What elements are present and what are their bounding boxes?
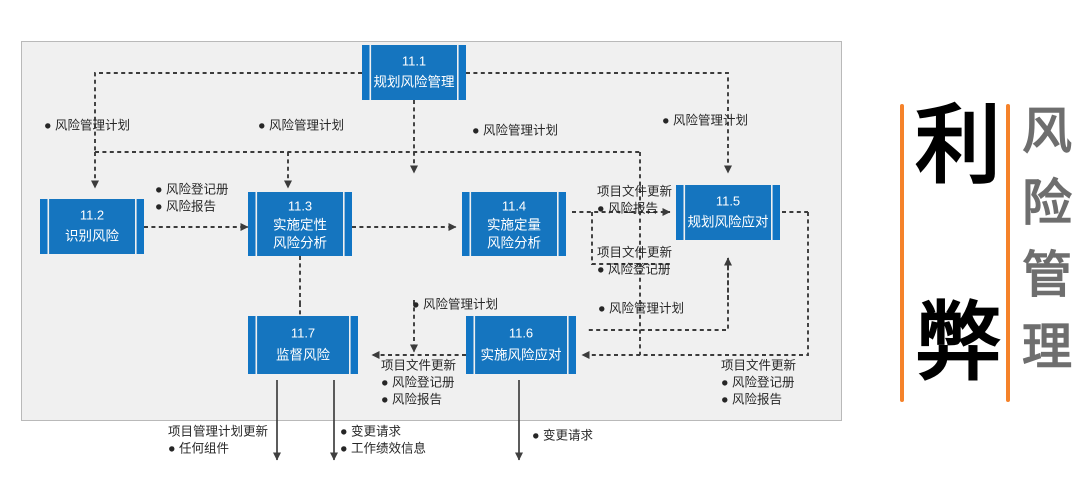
column-char-4: 理 <box>1022 318 1072 376</box>
label-reg-register: ● 风险登记册 <box>155 181 229 196</box>
node-11-3-line-1: 实施定性 <box>273 218 327 233</box>
node-11-6-num: 11.6 <box>509 325 533 340</box>
accent-bar-right <box>1006 104 1010 402</box>
label-work-perf: ● 工作绩效信息 <box>340 440 426 455</box>
node-11-1-num: 11.1 <box>402 53 426 68</box>
label-change-req-2: ● 变更请求 <box>532 427 594 442</box>
label-docs-update-4: 项目文件更新 <box>721 357 796 372</box>
label-plan-5: ● 风险管理计划 <box>412 296 498 311</box>
connector-outer-right-to-116 <box>581 212 809 359</box>
label-docs-update-2b: ● 风险登记册 <box>597 261 671 276</box>
node-11-2-num: 11.2 <box>80 207 104 222</box>
label-plan-2: ● 风险管理计划 <box>258 117 344 132</box>
connector-111-left <box>94 72 362 152</box>
headline-char-1: 利 <box>915 96 1001 196</box>
node-11-4-num: 11.4 <box>502 198 526 213</box>
accent-bar-left <box>900 104 904 402</box>
node-11-2-line-1: 识别风险 <box>65 229 119 244</box>
node-11-4-line-1: 实施定量 <box>487 218 541 233</box>
node-11-5-num: 11.5 <box>716 193 740 208</box>
node-11-5[interactable]: 11.5 规划风险应对 <box>676 185 780 240</box>
node-11-5-line-1: 规划风险应对 <box>688 214 769 230</box>
headline-char-2: 弊 <box>915 293 1001 393</box>
side-title-panel: 利 弊 风 险 管 理 <box>860 0 1080 496</box>
connector-111-to-115 <box>466 72 732 174</box>
label-docs-update-1b: ● 风险报告 <box>597 200 658 215</box>
node-11-2[interactable]: 11.2 识别风险 <box>40 199 144 254</box>
node-11-1[interactable]: 11.1 规划风险管理 <box>362 45 466 100</box>
label-docs-update-4b: ● 风险登记册 <box>721 374 795 389</box>
node-11-3-line-2: 风险分析 <box>273 236 327 251</box>
column-char-2: 险 <box>1022 174 1072 232</box>
label-pm-plan-update-b: ● 任何组件 <box>168 440 229 455</box>
node-11-6-line-1: 实施风险应对 <box>481 347 562 363</box>
label-pm-plan-update: 项目管理计划更新 <box>168 423 268 438</box>
node-11-7-num: 11.7 <box>291 325 315 340</box>
label-docs-update-4c: ● 风险报告 <box>721 391 782 406</box>
label-docs-update-3: 项目文件更新 <box>381 357 456 372</box>
node-11-4-line-2: 风险分析 <box>487 236 541 251</box>
node-11-3[interactable]: 11.3 实施定性 风险分析 <box>248 192 352 256</box>
node-11-3-num: 11.3 <box>288 198 312 213</box>
column-char-1: 风 <box>1022 102 1072 160</box>
label-reg-report: ● 风险报告 <box>155 198 216 213</box>
label-change-req-1: ● 变更请求 <box>340 423 402 438</box>
label-plan-4: ● 风险管理计划 <box>662 112 748 127</box>
label-plan-6: ● 风险管理计划 <box>598 300 684 315</box>
node-11-7[interactable]: 11.7 监督风险 <box>248 316 358 374</box>
label-docs-update-1: 项目文件更新 <box>597 183 672 198</box>
column-char-3: 管 <box>1022 246 1072 304</box>
node-11-1-line-1: 规划风险管理 <box>374 75 455 90</box>
label-plan-1: ● 风险管理计划 <box>44 117 130 132</box>
node-11-4[interactable]: 11.4 实施定量 风险分析 <box>462 192 566 256</box>
label-docs-update-3b: ● 风险登记册 <box>381 374 455 389</box>
label-docs-update-3c: ● 风险报告 <box>381 391 442 406</box>
connector-114-lower <box>591 212 670 265</box>
label-plan-3: ● 风险管理计划 <box>472 122 558 137</box>
node-11-7-line-1: 监督风险 <box>276 348 330 363</box>
node-11-6[interactable]: 11.6 实施风险应对 <box>466 316 576 374</box>
label-docs-update-2: 项目文件更新 <box>597 244 672 259</box>
